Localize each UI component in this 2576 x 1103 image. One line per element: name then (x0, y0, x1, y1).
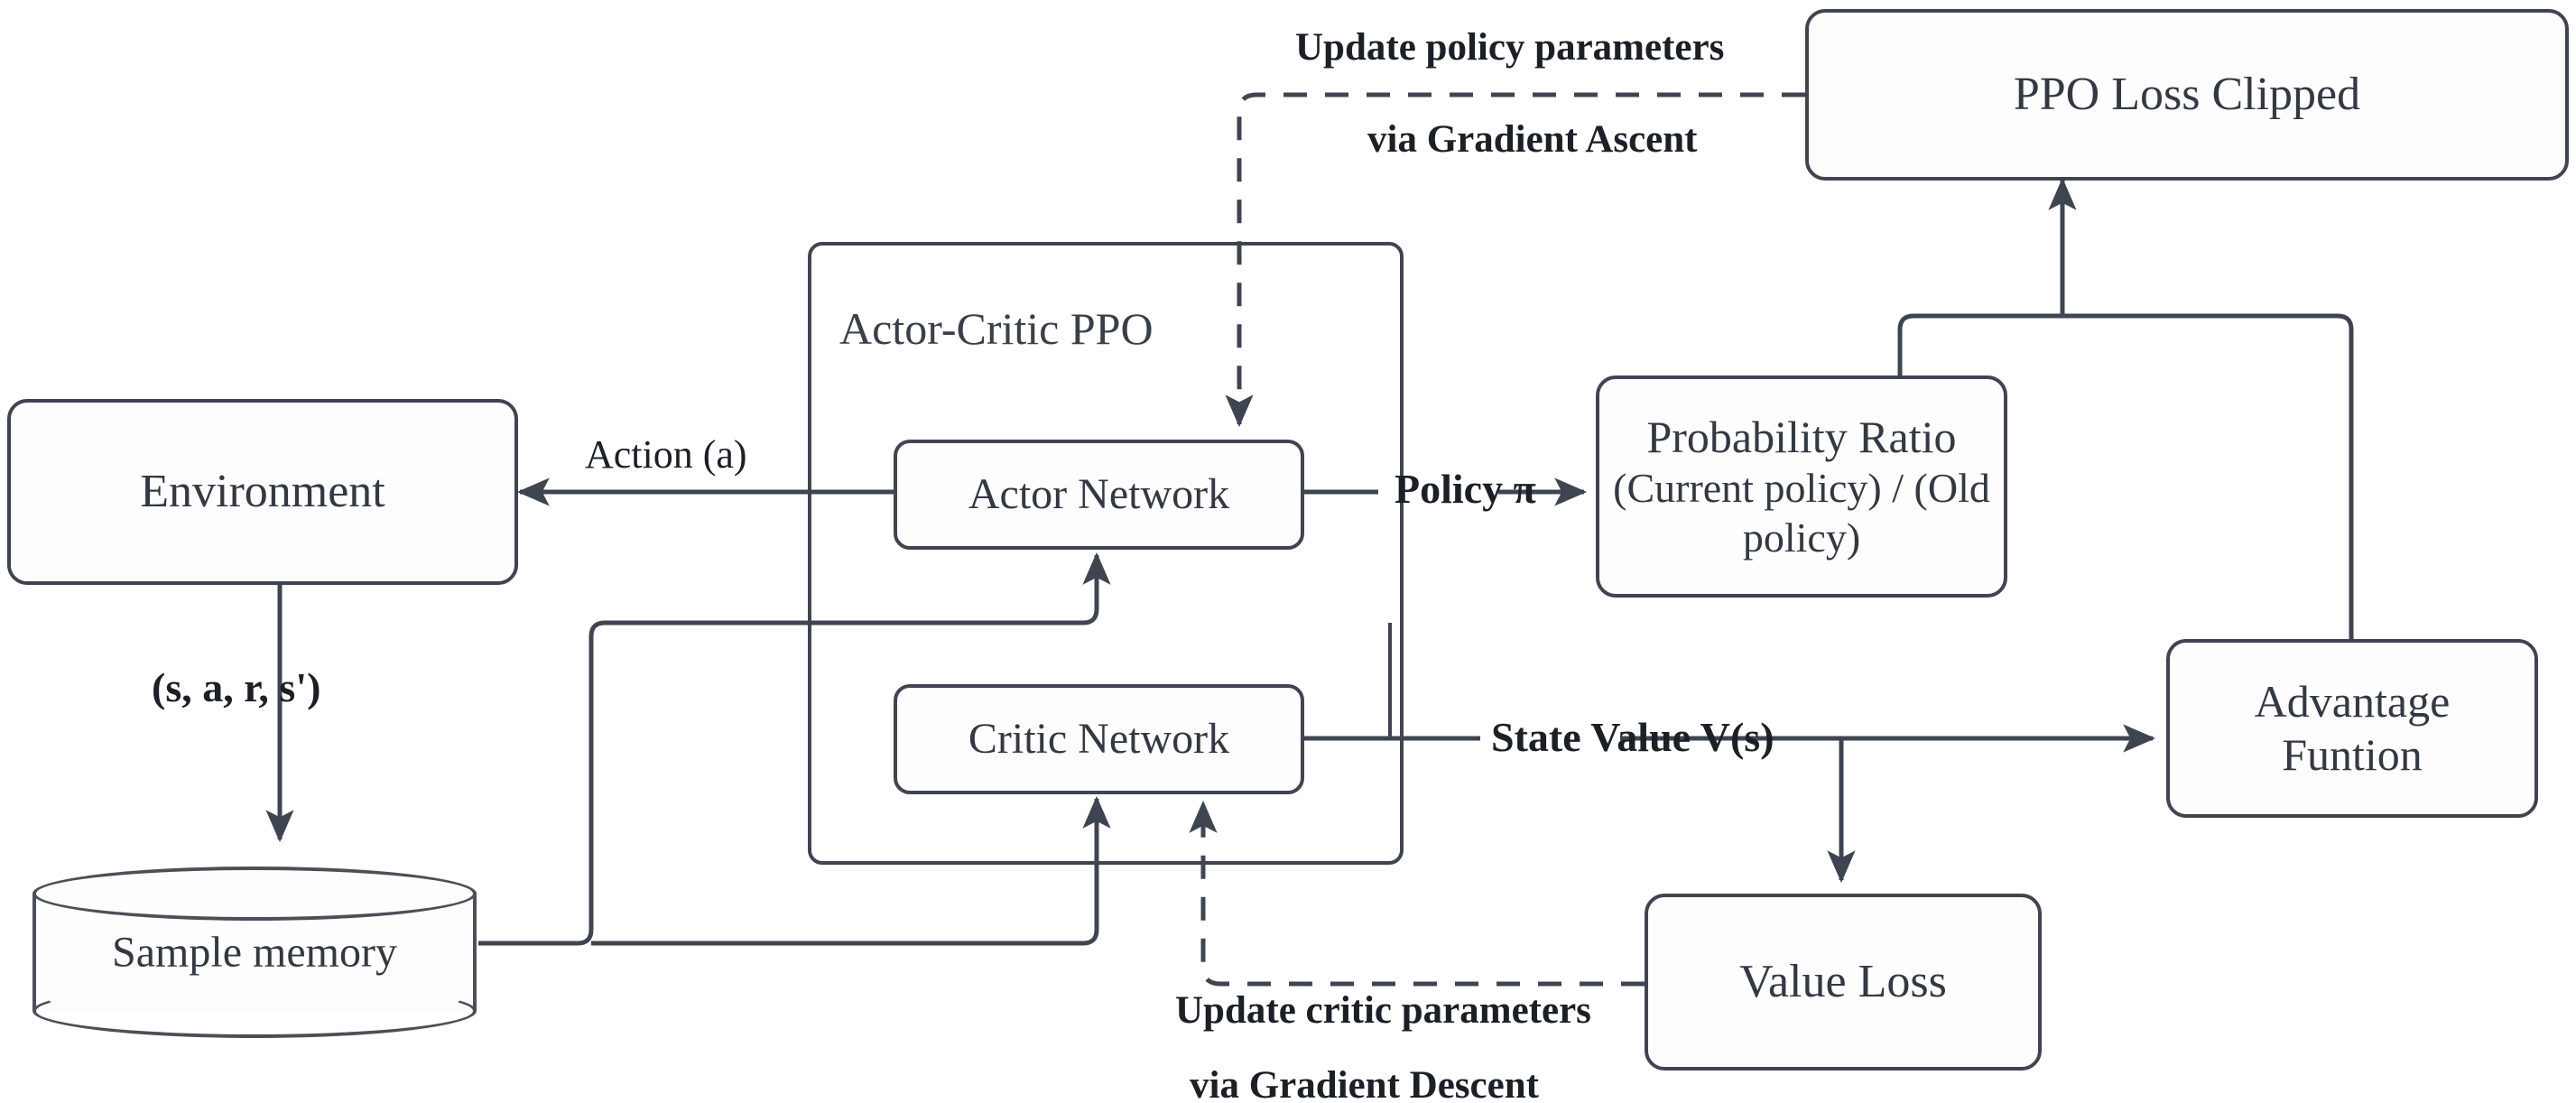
node-ppo-loss-clipped-label: PPO Loss Clipped (2013, 69, 2361, 121)
node-probability-ratio-label-line2: (Current policy) / (Old policy) (1613, 465, 1990, 561)
node-advantage-function-label-line1: Advantage (2254, 676, 2451, 727)
node-probability-ratio-label-line1: Probability Ratio (1646, 412, 1957, 463)
node-actor-network-label: Actor Network (968, 469, 1230, 518)
node-value-loss-label: Value Loss (1739, 956, 1947, 1008)
edge-label-action: Action (a) (585, 432, 747, 477)
node-probability-ratio[interactable]: Probability Ratio (Current policy) / (Ol… (1596, 375, 2007, 598)
node-advantage-function-label-line2: Funtion (2282, 729, 2423, 780)
node-environment-label: Environment (140, 466, 385, 518)
node-actor-network[interactable]: Actor Network (894, 440, 1304, 550)
node-sample-memory-label: Sample memory (112, 928, 397, 977)
node-sample-memory[interactable]: Sample memory (32, 867, 477, 1038)
edge-label-update-policy-line2: via Gradient Ascent (1367, 118, 1698, 161)
actor-critic-ppo-group-label: Actor-Critic PPO (839, 303, 1154, 354)
edge-label-state-value: State Value V(s) (1491, 714, 1774, 760)
node-environment[interactable]: Environment (7, 399, 518, 585)
node-value-loss[interactable]: Value Loss (1645, 894, 2042, 1071)
node-critic-network-label: Critic Network (968, 714, 1230, 763)
edge-label-update-policy-line1: Update policy parameters (1295, 26, 1725, 69)
edge-label-update-critic-line1: Update critic parameters (1175, 989, 1591, 1032)
node-critic-network[interactable]: Critic Network (894, 684, 1304, 794)
edge-label-update-critic-line2: via Gradient Descent (1190, 1064, 1539, 1103)
cylinder-bottom-ellipse (32, 984, 477, 1038)
edge-advantage-function-to-junction (2062, 313, 2354, 639)
node-ppo-loss-clipped[interactable]: PPO Loss Clipped (1805, 9, 2569, 181)
edge-label-policy-pi: Policy π (1395, 466, 1536, 512)
cylinder-top-ellipse (32, 867, 477, 921)
edge-label-transition-tuple: (s, a, r, s') (152, 664, 321, 710)
edge-probability-ratio-to-junction (1897, 313, 2062, 375)
node-advantage-function[interactable]: Advantage Funtion (2166, 639, 2538, 818)
actor-critic-ppo-group (808, 242, 1404, 865)
